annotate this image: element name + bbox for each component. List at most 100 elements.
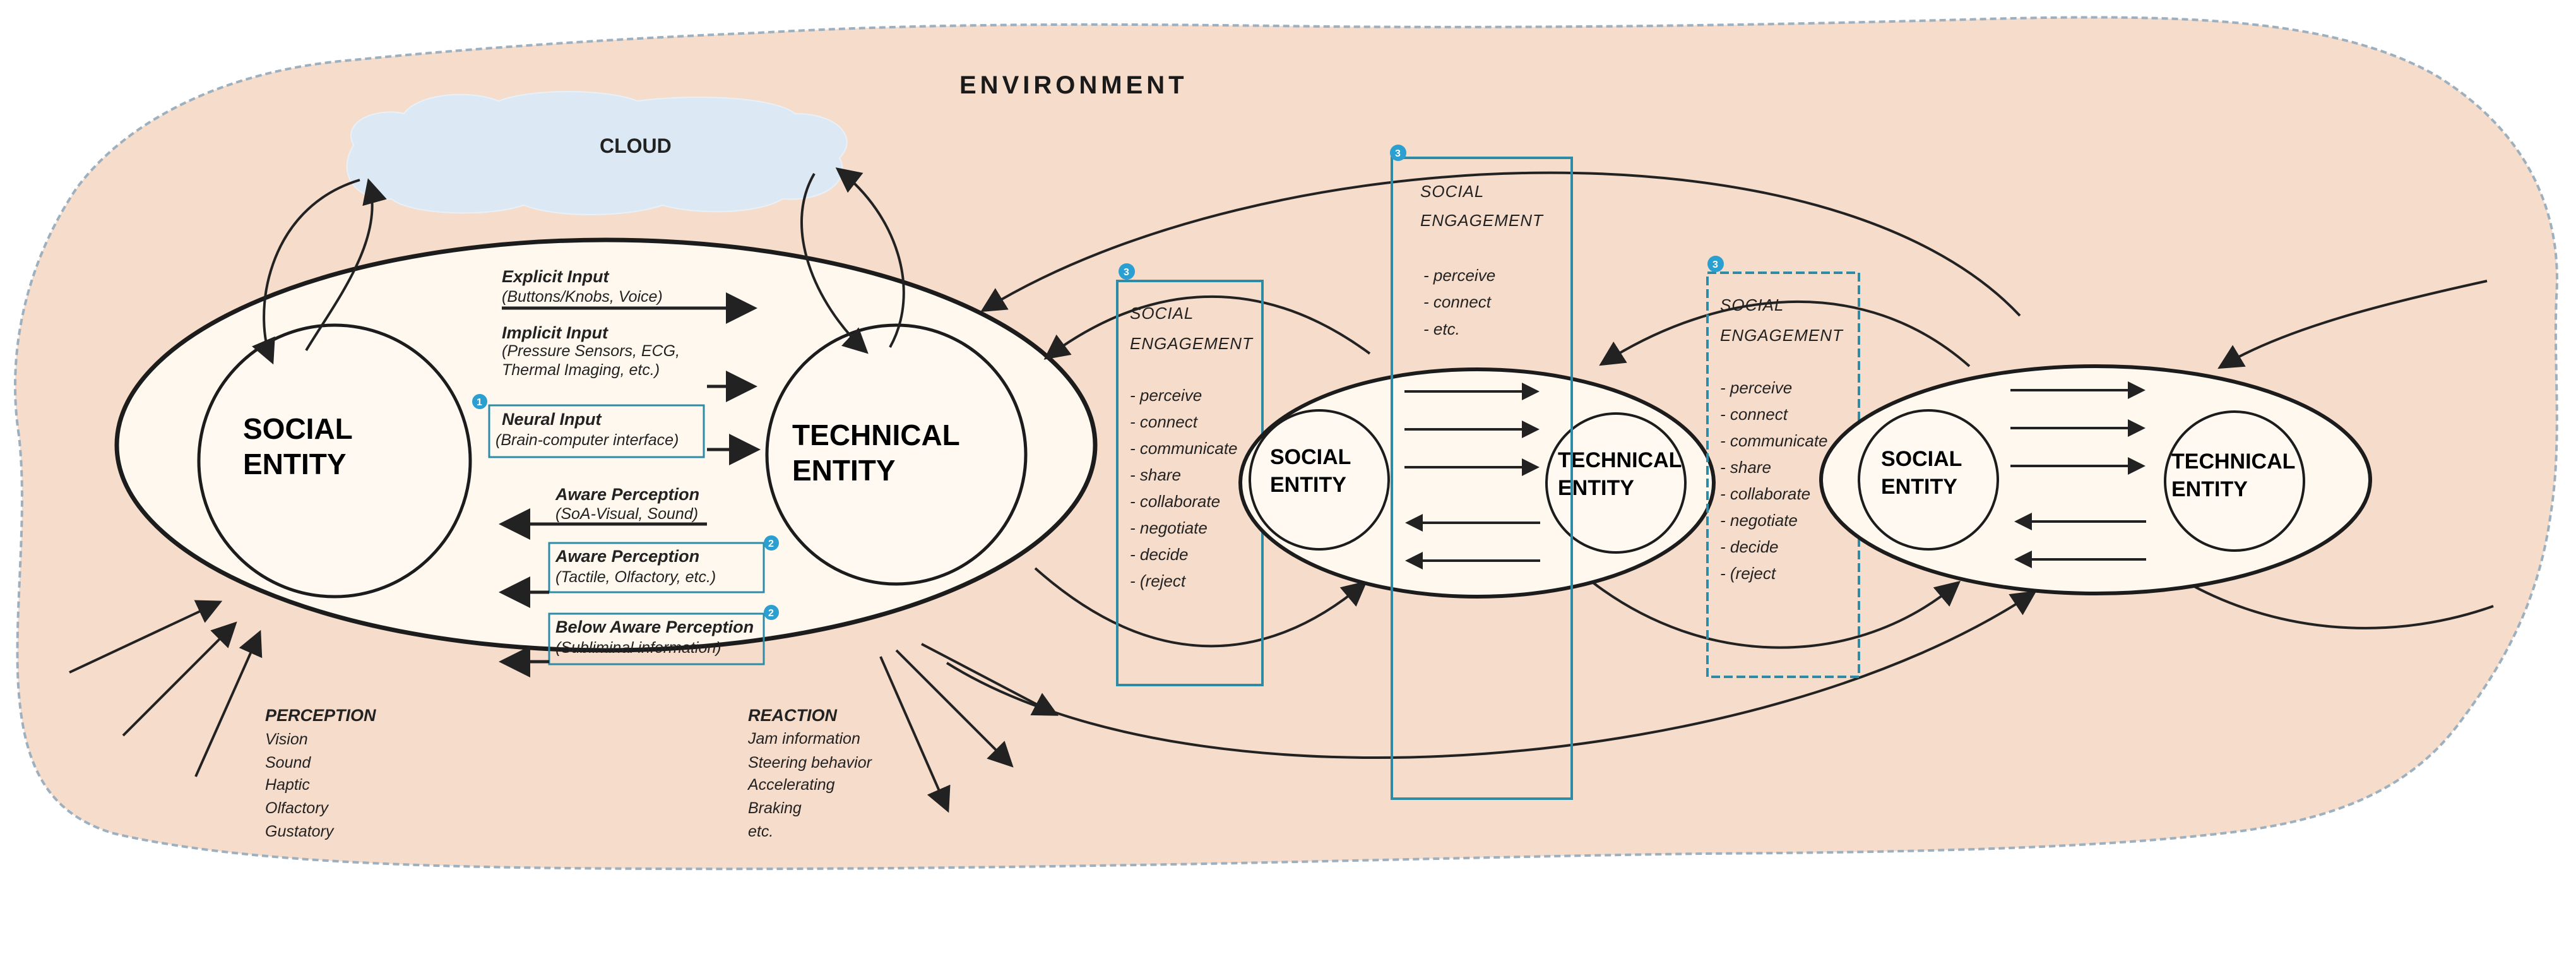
svg-text:Implicit Input: Implicit Input: [502, 323, 608, 342]
social-entity-circle: [197, 323, 472, 599]
cloud-label: CLOUD: [600, 134, 672, 157]
reaction-arrow-2: [895, 649, 1014, 768]
arc-top-right: [1599, 300, 1971, 367]
svg-text:ENGAGEMENT: ENGAGEMENT: [1720, 326, 1844, 345]
svg-text:Braking: Braking: [748, 799, 802, 817]
below-aware-perception: Below Aware Perception (Subliminal infor…: [499, 605, 779, 677]
perception-arrow-2: [122, 621, 237, 737]
reaction-arrow-1: [879, 656, 951, 813]
svg-text:2: 2: [768, 539, 774, 549]
svg-text:SOCIAL: SOCIAL: [1420, 182, 1484, 201]
svg-text:Sound: Sound: [265, 754, 311, 772]
arc-env-right: [2217, 280, 2488, 369]
svg-text:Thermal Imaging, etc.): Thermal Imaging, etc.): [502, 361, 660, 379]
svg-text:- share: - share: [1720, 458, 1771, 477]
arc-top-mid: [1043, 295, 1371, 360]
svg-text:(Tactile, Olfactory, etc.): (Tactile, Olfactory, etc.): [555, 568, 716, 586]
svg-text:Jam information: Jam information: [747, 730, 860, 748]
svg-text:Olfactory: Olfactory: [265, 799, 329, 817]
social-engagement-box-2: 3 SOCIAL ENGAGEMENT - perceive - connect…: [1390, 145, 1573, 800]
svg-text:Vision: Vision: [265, 730, 308, 748]
svg-text:- (reject: - (reject: [1130, 571, 1187, 590]
svg-text:1: 1: [477, 397, 482, 408]
svg-text:Steering behavior: Steering behavior: [748, 754, 873, 772]
svg-text:Below Aware Perception: Below Aware Perception: [555, 617, 754, 636]
social-engagement-box-1: 3 SOCIAL ENGAGEMENT - perceive - connect…: [1116, 263, 1264, 686]
system-3-arrows: [2010, 381, 2146, 568]
svg-text:- connect: - connect: [1130, 412, 1199, 431]
arc-bottom-right: [1589, 580, 1961, 649]
svg-text:- share: - share: [1130, 465, 1181, 484]
svg-text:(Brain-computer interface): (Brain-computer interface): [496, 431, 679, 449]
svg-text:3: 3: [1395, 148, 1401, 159]
svg-text:3: 3: [1712, 259, 1718, 270]
cloud-shape: [346, 91, 848, 215]
arc-bottom-long: [946, 590, 2037, 760]
svg-text:Haptic: Haptic: [265, 776, 310, 794]
svg-text:PERCEPTION: PERCEPTION: [265, 706, 376, 725]
svg-text:3: 3: [1124, 267, 1129, 278]
cloud-loop-technical: [800, 172, 869, 354]
svg-text:- decide: - decide: [1130, 545, 1189, 564]
social-engagement-box-3: 3 SOCIAL ENGAGEMENT - perceive - connect…: [1706, 256, 1860, 678]
arc-bottom-mid: [1034, 567, 1368, 648]
svg-text:- connect: - connect: [1423, 292, 1492, 311]
svg-text:ENGAGEMENT: ENGAGEMENT: [1130, 334, 1254, 353]
perception-arrow-3: [194, 629, 263, 777]
svg-text:REACTION: REACTION: [748, 706, 838, 725]
svg-text:- communicate: - communicate: [1130, 439, 1238, 458]
system-2-arrows: [1404, 383, 1540, 569]
svg-text:- perceive: - perceive: [1423, 266, 1495, 285]
svg-text:- decide: - decide: [1720, 537, 1779, 556]
svg-text:- etc.: - etc.: [1423, 319, 1460, 338]
aware-perception-tactile: Aware Perception (Tactile, Olfactory, et…: [499, 535, 779, 608]
svg-text:- collaborate: - collaborate: [1130, 492, 1220, 511]
perception-arrow-1: [69, 600, 223, 674]
svg-text:(Pressure Sensors, ECG,: (Pressure Sensors, ECG,: [502, 342, 680, 360]
svg-text:etc.: etc.: [748, 823, 773, 840]
system-2-technical-circle: [1545, 412, 1687, 554]
svg-text:- perceive: - perceive: [1720, 378, 1792, 397]
reaction-arrow-3: [921, 643, 1059, 716]
cloud-loop-social-back: [305, 178, 387, 352]
system-3-technical-circle: [2164, 410, 2305, 552]
svg-text:(SoA-Visual, Sound): (SoA-Visual, Sound): [555, 505, 698, 523]
cloud-loop-technical-back: [835, 167, 905, 348]
aware-perception-visual: Aware Perception (SoA-Visual, Sound): [499, 485, 707, 540]
arc-exit-right: [2183, 580, 2494, 629]
svg-text:- collaborate: - collaborate: [1720, 484, 1810, 503]
implicit-input: Implicit Input (Pressure Sensors, ECG, T…: [502, 323, 757, 402]
system-2-social-circle: [1249, 409, 1390, 551]
reaction-list: REACTION Jam information Steering behavi…: [747, 706, 873, 840]
svg-text:Accelerating: Accelerating: [747, 776, 835, 794]
svg-text:(Buttons/Knobs, Voice): (Buttons/Knobs, Voice): [502, 288, 663, 306]
svg-text:- communicate: - communicate: [1720, 431, 1828, 450]
arc-top-long: [980, 171, 2021, 317]
svg-text:Aware Perception: Aware Perception: [555, 547, 699, 566]
svg-text:Explicit Input: Explicit Input: [502, 267, 610, 286]
svg-text:Neural Input: Neural Input: [502, 410, 602, 429]
environment-label: ENVIRONMENT: [959, 71, 1188, 99]
svg-text:- connect: - connect: [1720, 405, 1789, 424]
system-3-social-circle: [1858, 409, 1999, 551]
cloud-loop-social: [252, 179, 360, 365]
svg-text:ENGAGEMENT: ENGAGEMENT: [1420, 211, 1544, 230]
svg-text:- (reject: - (reject: [1720, 564, 1777, 583]
neural-input: Neural Input (Brain-computer interface) …: [472, 394, 761, 465]
svg-text:- negotiate: - negotiate: [1130, 518, 1208, 537]
svg-text:- perceive: - perceive: [1130, 386, 1202, 405]
svg-text:SOCIAL: SOCIAL: [1130, 304, 1194, 323]
explicit-input: Explicit Input (Buttons/Knobs, Voice): [502, 267, 757, 324]
perception-list: PERCEPTION Vision Sound Haptic Olfactory…: [265, 706, 376, 840]
svg-text:Aware Perception: Aware Perception: [555, 485, 699, 504]
svg-text:- negotiate: - negotiate: [1720, 511, 1798, 530]
svg-text:2: 2: [768, 608, 774, 619]
technical-entity-circle: [765, 323, 1028, 586]
